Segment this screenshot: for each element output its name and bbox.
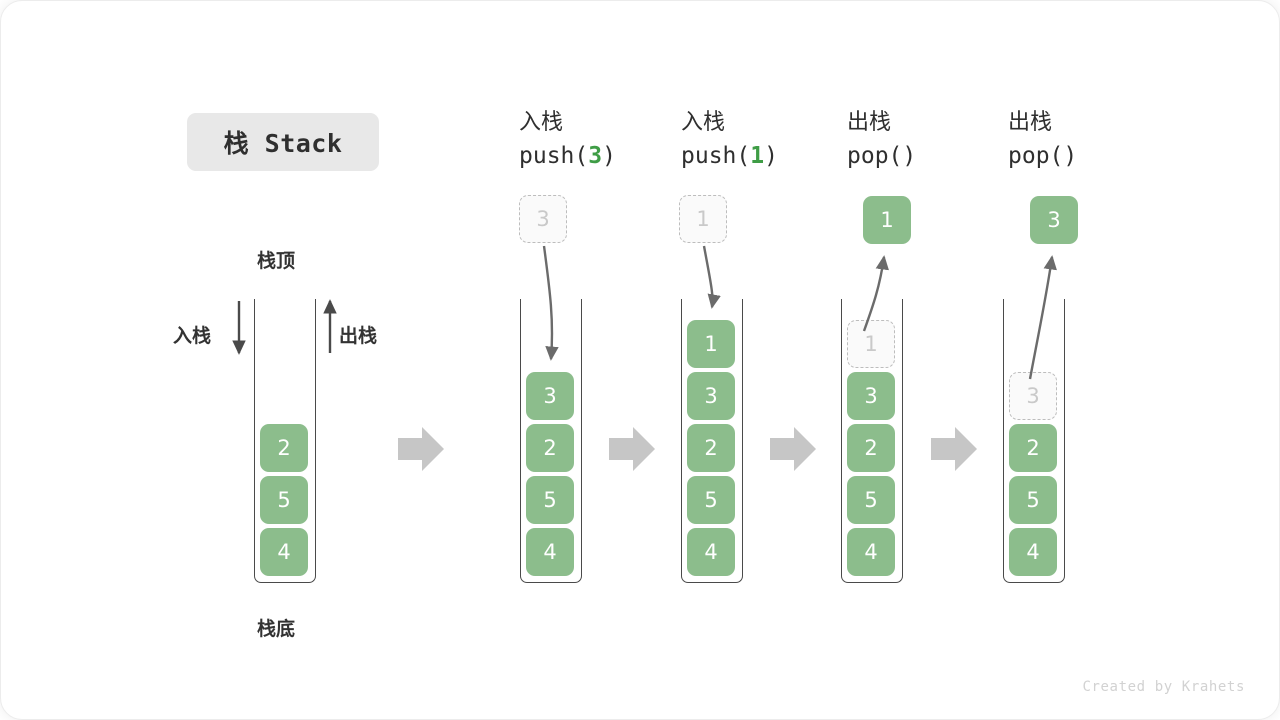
code-suffix: ) xyxy=(602,143,616,169)
stage-separator-arrow xyxy=(931,427,977,471)
operation-code: push(3) xyxy=(519,139,689,173)
stack-bottom-label: 栈底 xyxy=(257,618,296,640)
stack-cell: 3 xyxy=(687,372,735,420)
diagram-title: 栈 Stack xyxy=(187,113,379,171)
operation-caption-push-3: 入栈 push(3) xyxy=(519,107,689,173)
pop-direction-label: 出栈 xyxy=(339,325,378,347)
stack-cell: 4 xyxy=(526,528,574,576)
stage-separator-arrow xyxy=(609,427,655,471)
code-prefix: pop( xyxy=(847,143,903,169)
stack-cell: 5 xyxy=(260,476,308,524)
stack-container-push-1 xyxy=(681,299,743,583)
outgoing-ghost-cell: 1 xyxy=(847,320,895,368)
operation-caption-pop-3: 出栈 pop() xyxy=(1008,107,1178,173)
operation-code: pop() xyxy=(847,139,1017,173)
stack-cell: 5 xyxy=(526,476,574,524)
stack-cell: 2 xyxy=(1009,424,1057,472)
stack-cell: 3 xyxy=(847,372,895,420)
code-prefix: push( xyxy=(519,143,589,169)
stack-cell: 5 xyxy=(1009,476,1057,524)
popped-result-cell: 3 xyxy=(1030,196,1078,244)
stack-cell: 5 xyxy=(687,476,735,524)
stack-cell: 4 xyxy=(1009,528,1057,576)
push-direction-label: 入栈 xyxy=(173,325,212,347)
stack-cell: 4 xyxy=(260,528,308,576)
stage-separator-arrow xyxy=(770,427,816,471)
code-suffix: ) xyxy=(1063,143,1078,169)
stack-cell: 2 xyxy=(847,424,895,472)
operation-name: 出栈 xyxy=(1008,110,1053,135)
stack-container-initial xyxy=(254,299,316,583)
push-1-motion-arrow xyxy=(702,245,721,309)
code-argument: 1 xyxy=(750,143,765,169)
incoming-ghost-cell: 1 xyxy=(679,195,727,243)
stack-container-pop-1 xyxy=(841,299,903,583)
stack-cell: 1 xyxy=(687,320,735,368)
stack-cell: 2 xyxy=(687,424,735,472)
code-prefix: push( xyxy=(681,143,751,169)
stack-cell: 4 xyxy=(847,528,895,576)
stack-top-label: 栈顶 xyxy=(257,250,296,272)
code-suffix: ) xyxy=(902,143,917,169)
operation-name: 出栈 xyxy=(847,110,892,135)
operation-name: 入栈 xyxy=(681,110,726,135)
stack-cell: 2 xyxy=(526,424,574,472)
outgoing-ghost-cell: 3 xyxy=(1009,372,1057,420)
operation-code: pop() xyxy=(1008,139,1178,173)
operation-name: 入栈 xyxy=(519,110,564,135)
operation-caption-push-1: 入栈 push(1) xyxy=(681,107,851,173)
stack-cell: 4 xyxy=(687,528,735,576)
watermark: Created by Krahets xyxy=(1082,679,1245,695)
stack-container-pop-3 xyxy=(1003,299,1065,583)
popped-result-cell: 1 xyxy=(863,196,911,244)
code-suffix: ) xyxy=(764,143,778,169)
stack-cell: 3 xyxy=(526,372,574,420)
stack-cell: 5 xyxy=(847,476,895,524)
stack-cell: 2 xyxy=(260,424,308,472)
stage-separator-arrow xyxy=(398,427,444,471)
code-argument: 3 xyxy=(588,143,603,169)
operation-code: push(1) xyxy=(681,139,851,173)
operation-caption-pop-1: 出栈 pop() xyxy=(847,107,1017,173)
code-prefix: pop( xyxy=(1008,143,1064,169)
incoming-ghost-cell: 3 xyxy=(519,195,567,243)
stack-container-push-3 xyxy=(520,299,582,583)
